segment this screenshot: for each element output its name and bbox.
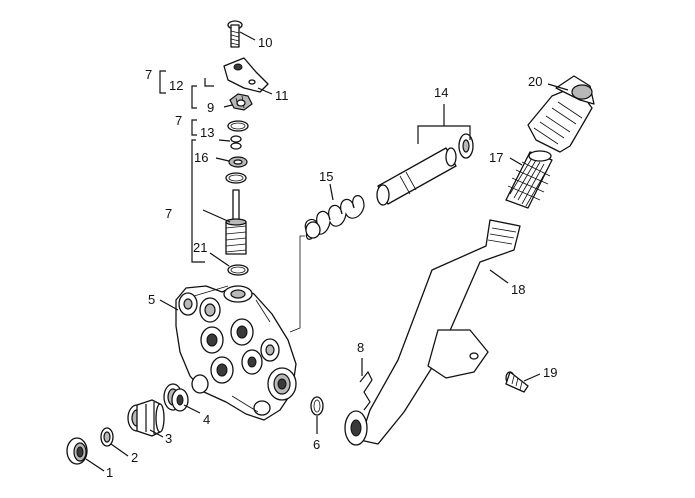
valve-stem-assembly <box>202 189 247 255</box>
callout-17: 17 <box>489 150 503 165</box>
part-19-screw <box>505 371 541 393</box>
part-1-seal-ring <box>66 437 105 472</box>
part-3-piston-guide <box>127 399 165 438</box>
group-brackets <box>159 70 214 263</box>
callout-6: 6 <box>313 437 320 452</box>
callout-14: 14 <box>434 85 448 100</box>
callout-18: 18 <box>511 282 525 297</box>
callout-20: 20 <box>528 74 542 89</box>
callout-8: 8 <box>357 340 364 355</box>
part-8-clip <box>359 358 373 411</box>
part-20-coupling <box>527 75 595 153</box>
callout-7a: 7 <box>145 67 152 82</box>
part-14-piston <box>376 104 474 206</box>
part-6-oring <box>310 396 324 434</box>
callout-2: 2 <box>131 450 138 465</box>
part-15-spring <box>289 183 365 333</box>
part-11-bracket <box>223 57 273 95</box>
part-17-filter <box>505 150 553 209</box>
callout-10: 10 <box>258 35 272 50</box>
callout-3: 3 <box>165 431 172 446</box>
part-5-pump-head <box>159 285 297 421</box>
callout-12: 12 <box>169 78 183 93</box>
part-10-screw <box>227 20 256 48</box>
part-4-seal <box>163 383 201 414</box>
callout-1: 1 <box>106 465 113 480</box>
callout-21: 21 <box>193 240 207 255</box>
callout-19: 19 <box>543 365 557 380</box>
callout-5: 5 <box>148 292 155 307</box>
part-9-valve-nut <box>223 93 253 111</box>
callout-16: 16 <box>194 150 208 165</box>
callout-9: 9 <box>207 100 214 115</box>
part-18-inlet-pipe <box>344 219 521 446</box>
callout-7c: 7 <box>165 206 172 221</box>
callout-13: 13 <box>200 125 214 140</box>
part-13-small-rings <box>218 135 242 150</box>
callout-11: 11 <box>275 88 289 103</box>
callout-7b: 7 <box>175 113 182 128</box>
part-2-washer <box>100 427 129 457</box>
callout-4: 4 <box>203 412 210 427</box>
part-21-oring <box>209 252 249 276</box>
callout-15: 15 <box>319 169 333 184</box>
part-16-valve-seat <box>215 156 248 168</box>
